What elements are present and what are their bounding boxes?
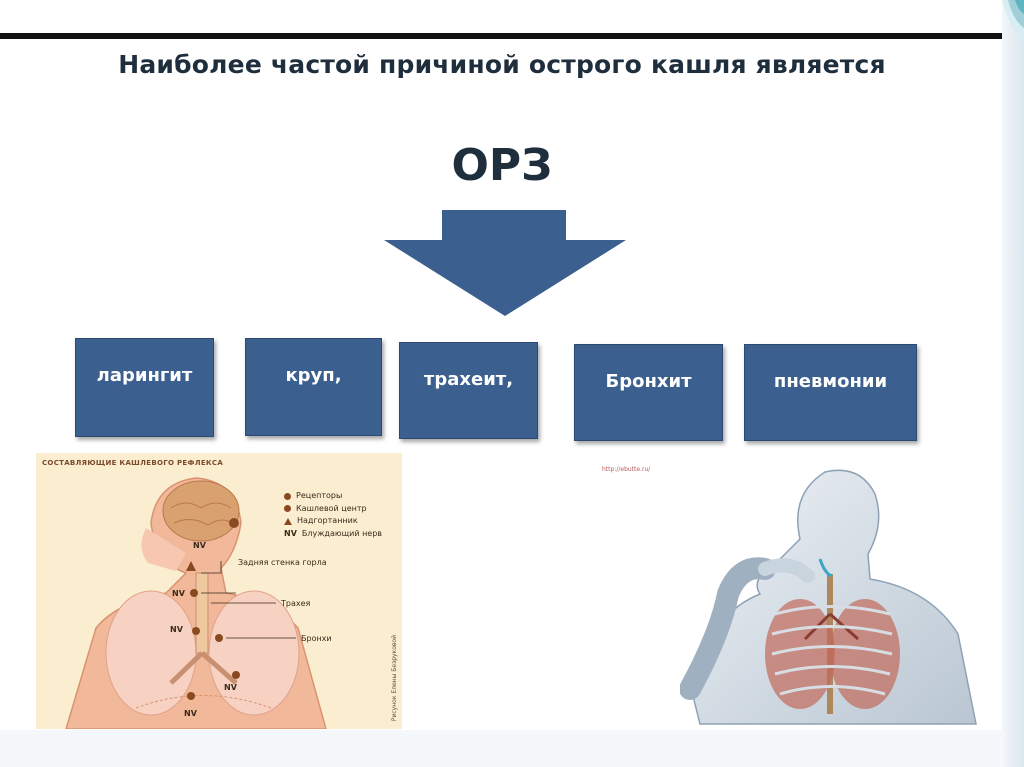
nv-tag: NV xyxy=(172,589,185,598)
down-arrow-icon xyxy=(384,210,626,316)
nv-tag: NV xyxy=(193,541,206,550)
vagus-nerve-marker: NV xyxy=(284,528,297,538)
side-decoration-strip xyxy=(1002,0,1024,767)
cause-label: пневмонии xyxy=(773,371,888,392)
cause-box-laryngitis: ларингит xyxy=(75,338,214,437)
cause-label: ларингит xyxy=(96,365,193,386)
slide-subtitle: ОРЗ xyxy=(451,140,553,191)
legend-item: Кашлевой центр xyxy=(284,503,382,516)
bronchi-annotation: Бронхи xyxy=(301,634,332,643)
nv-tag: NV xyxy=(184,709,197,718)
bottom-decoration-bar xyxy=(0,730,1004,767)
cause-label: Бронхит xyxy=(605,371,692,392)
epiglottis-triangle-icon xyxy=(284,517,292,525)
page-curl-decoration xyxy=(1002,0,1024,42)
nv-tag: NV xyxy=(170,625,183,634)
cause-label: трахеит, xyxy=(423,369,514,390)
trachea-annotation: Трахея xyxy=(281,599,311,608)
illustration-credit: Рисунок Елены Безруковой xyxy=(391,634,398,721)
top-divider-bar xyxy=(0,33,1004,39)
cough-reflex-figure: СОСТАВЛЯЮЩИЕ КАШЛЕВОГО РЕФЛЕКСА Рецептор… xyxy=(36,453,402,729)
cause-label: круп, xyxy=(285,365,342,386)
figure-caption: СОСТАВЛЯЮЩИЕ КАШЛЕВОГО РЕФЛЕКСА xyxy=(42,459,224,467)
coughing-man-illustration xyxy=(680,469,977,725)
slide-title: Наиболее частой причиной острого кашля я… xyxy=(118,50,886,79)
legend-item: Рецепторы xyxy=(284,490,382,503)
receptor-dot-icon xyxy=(284,492,291,500)
cause-box-tracheitis: трахеит, xyxy=(399,342,538,439)
legend-item: Надгортанник xyxy=(284,515,382,528)
source-url: http://ebutte.ru/ xyxy=(602,466,651,473)
cause-box-croup: круп, xyxy=(245,338,382,436)
figure-legend: Рецепторы Кашлевой центр Надгортанник NV… xyxy=(284,490,382,540)
throat-annotation: Задняя стенка горла xyxy=(238,558,327,567)
cause-box-pneumonia: пневмонии xyxy=(744,344,917,441)
anatomy-illustration xyxy=(65,477,327,729)
cause-box-bronchitis: Бронхит xyxy=(574,344,723,441)
nv-tag: NV xyxy=(224,683,237,692)
cough-center-dot-icon xyxy=(284,505,291,513)
